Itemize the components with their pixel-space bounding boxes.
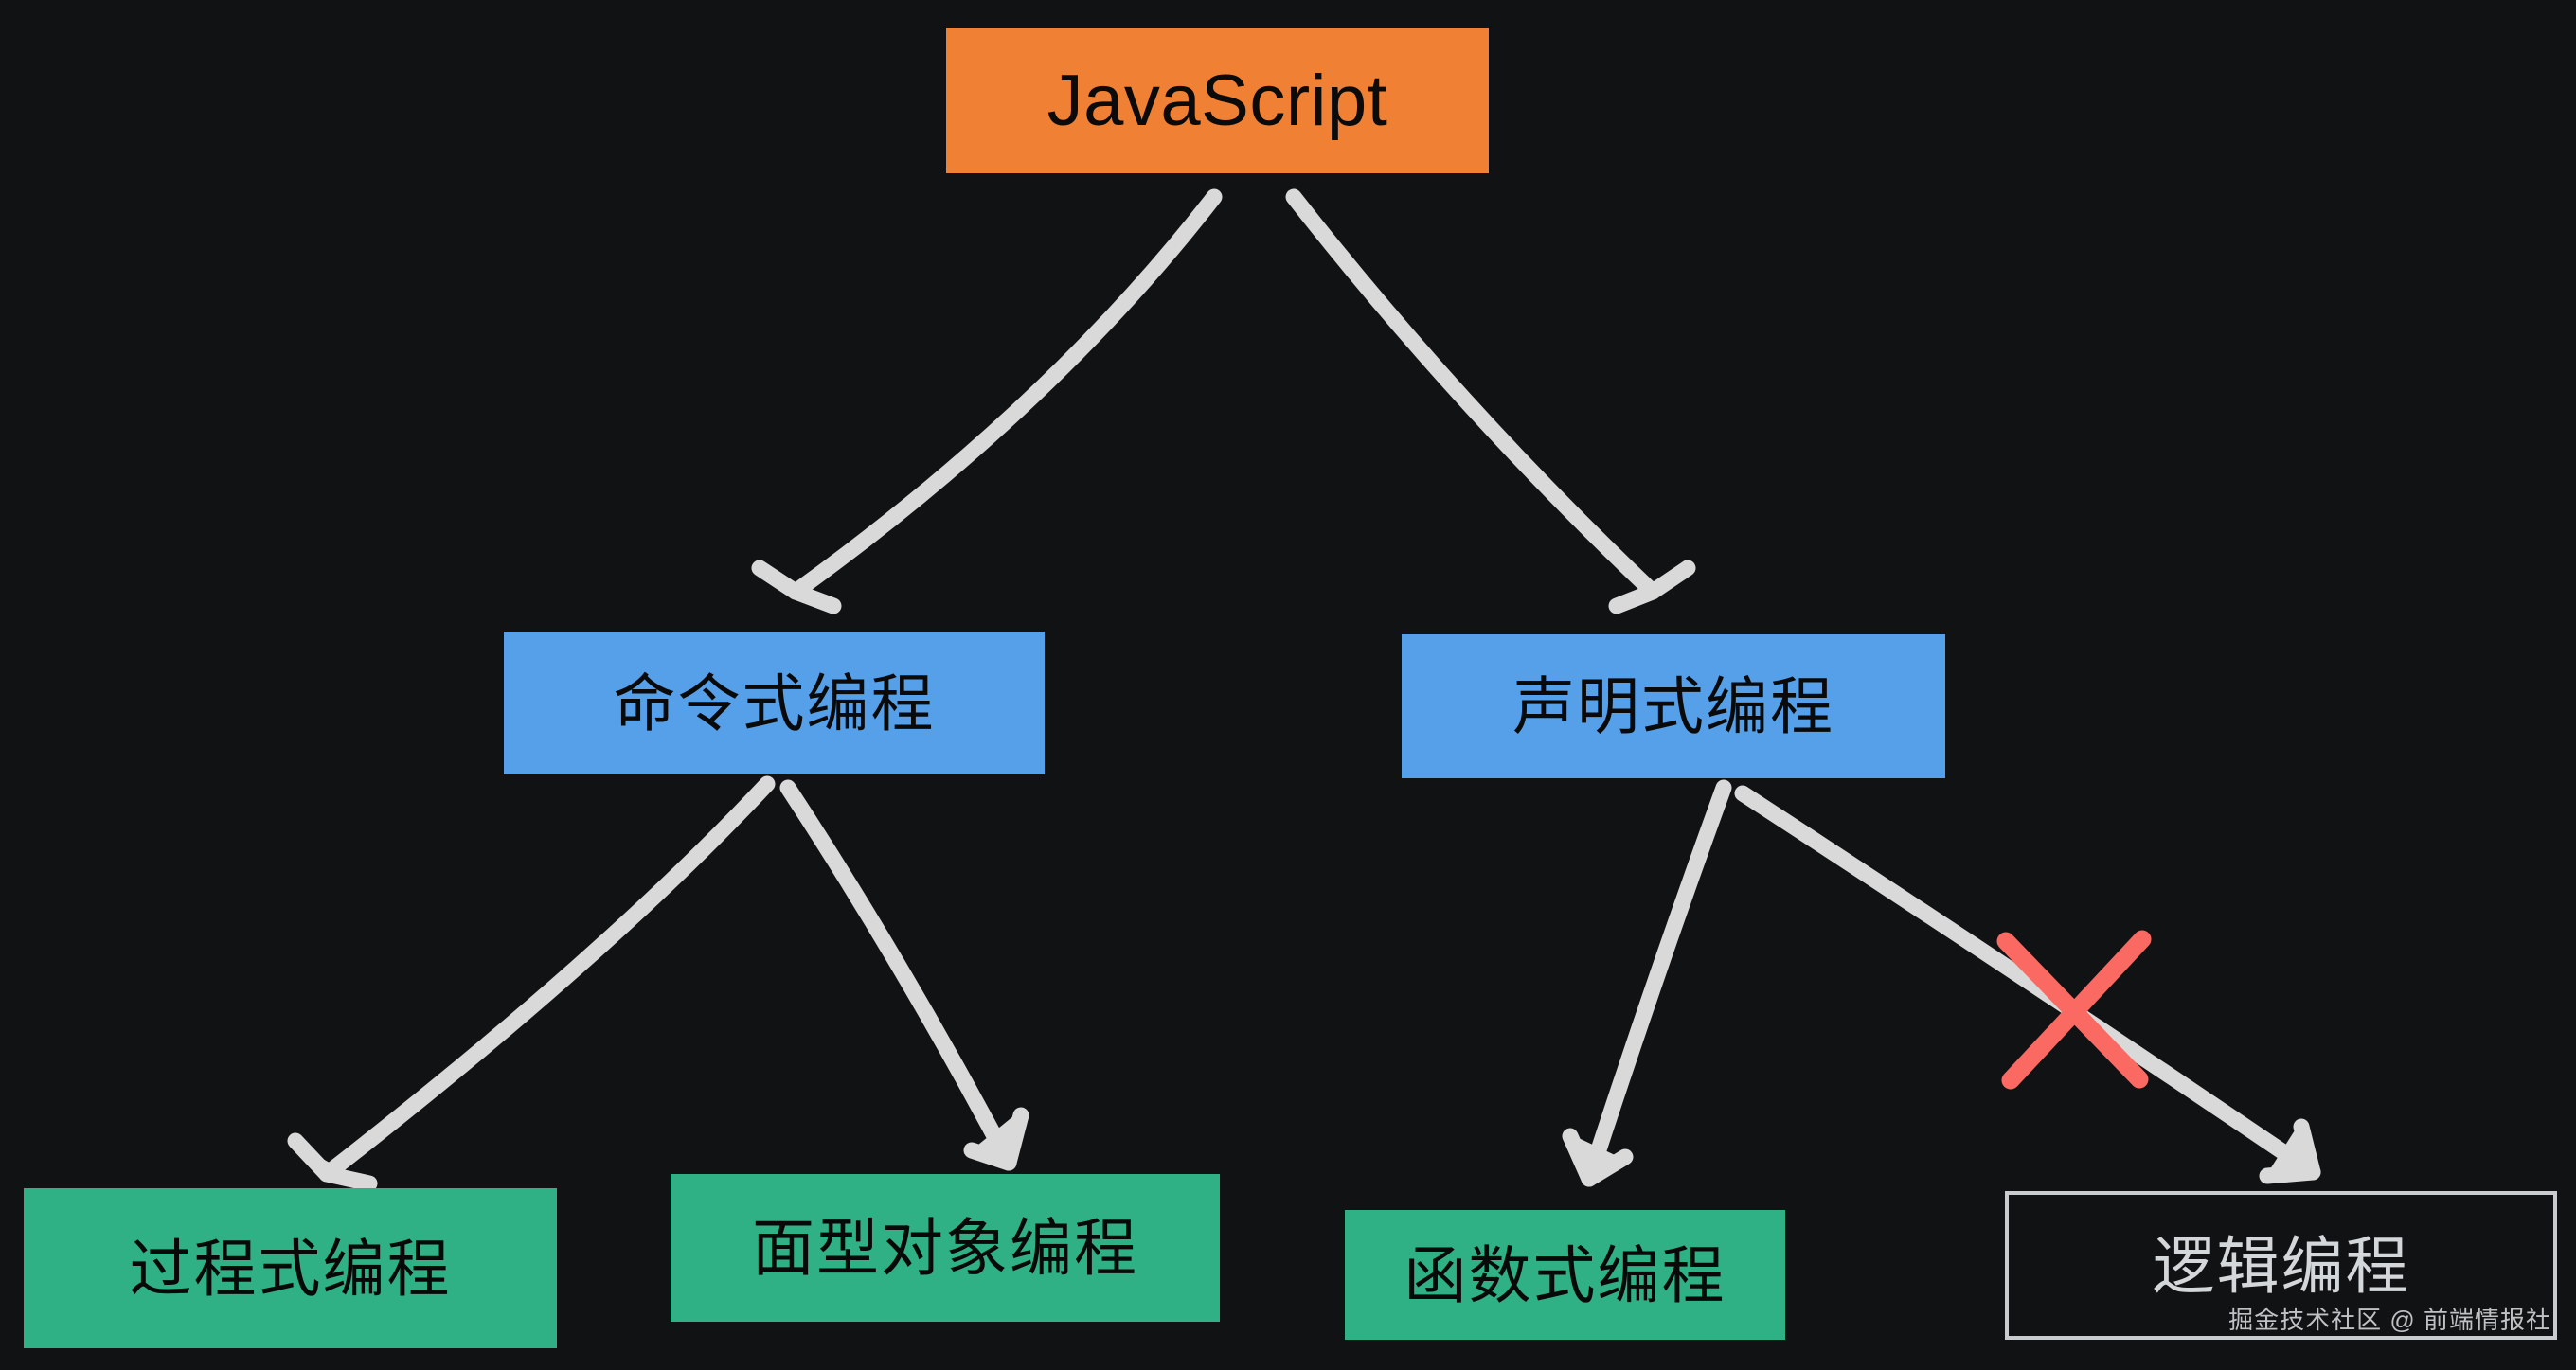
edge-javascript-to-declarative — [1285, 188, 1696, 614]
node-imperative-label: 命令式编程 — [613, 667, 936, 738]
node-logic[interactable]: 逻辑编程 — [2005, 1191, 2557, 1340]
node-procedural[interactable]: 过程式编程 — [24, 1188, 557, 1348]
node-functional-label: 函数式编程 — [1404, 1239, 1726, 1310]
node-procedural-label: 过程式编程 — [129, 1233, 452, 1304]
edge-declarative-to-logic — [1734, 785, 2321, 1184]
edge-declarative-to-functional — [1562, 779, 1732, 1187]
node-object-oriented[interactable]: 面型对象编程 — [671, 1174, 1220, 1322]
node-object-oriented-label: 面型对象编程 — [752, 1213, 1138, 1283]
node-functional[interactable]: 函数式编程 — [1345, 1210, 1785, 1340]
node-declarative-label: 声明式编程 — [1512, 671, 1834, 741]
node-imperative[interactable]: 命令式编程 — [504, 632, 1045, 774]
node-logic-label: 逻辑编程 — [2152, 1230, 2410, 1301]
edge-imperative-to-procedural — [287, 775, 776, 1192]
node-declarative[interactable]: 声明式编程 — [1402, 634, 1945, 778]
cross-out-icon — [1996, 930, 2152, 1090]
edge-imperative-to-oop — [779, 779, 1029, 1171]
node-javascript-label: JavaScript — [1046, 60, 1388, 141]
edge-javascript-to-imperative — [751, 188, 1223, 614]
node-javascript[interactable]: JavaScript — [946, 28, 1489, 173]
watermark: 掘金技术社区 @ 前端情报社 — [2228, 1306, 2551, 1334]
